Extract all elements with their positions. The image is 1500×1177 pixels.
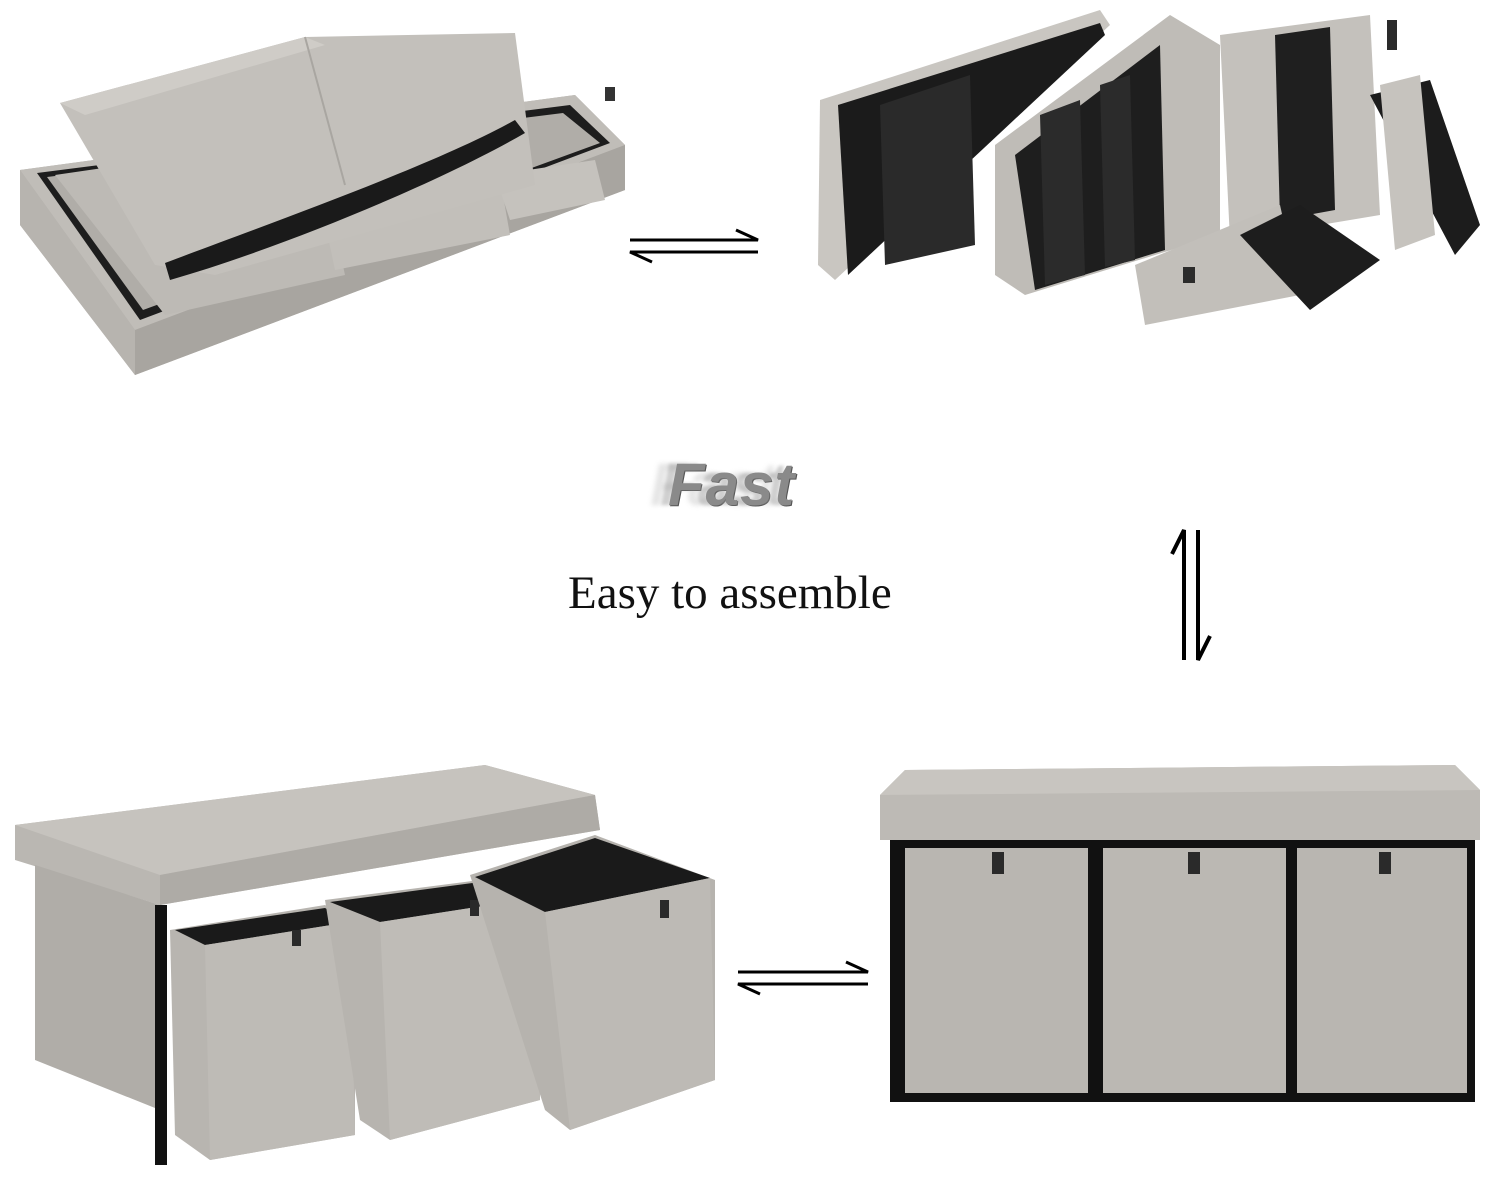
exchange-arrows-icon-bottom [736,960,870,996]
exchange-arrows-icon [628,228,760,264]
tagline: Easy to assemble [568,567,892,619]
unfolded-panels-image [800,5,1490,335]
folded-flat-bench-image [15,25,635,380]
exchange-arrows-vertical-icon [1168,528,1214,662]
bench-with-drawers-open-image [10,740,735,1165]
bench-with-drawers-closed-image [875,760,1490,1105]
fast-headline: Fast [668,451,796,518]
